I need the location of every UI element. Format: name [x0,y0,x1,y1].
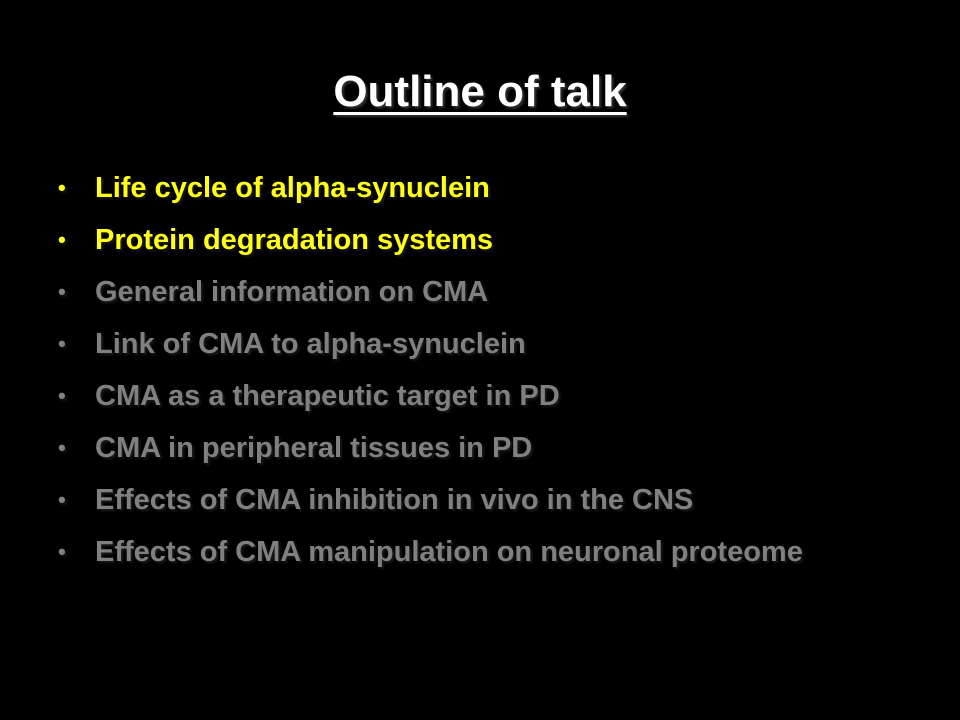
outline-item-general-cma: • General information on CMA [58,270,918,314]
bullet-icon: • [58,383,66,408]
slide-title: Outline of talk [0,62,960,122]
outline-item-cma-manipulation: • Effects of CMA manipulation on neurona… [58,530,918,574]
bullet-icon: • [58,487,66,512]
bullet-icon: • [58,279,66,304]
outline-item-text: Life cycle of alpha-synuclein [95,172,490,204]
bullet-icon: • [58,175,66,200]
outline-item-text: Effects of CMA inhibition in vivo in the… [95,484,694,516]
outline-item-text: CMA in peripheral tissues in PD [95,432,533,464]
bullet-icon: • [58,435,66,460]
outline-item-protein-degradation: • Protein degradation systems [58,218,918,262]
bullet-icon: • [58,331,66,356]
outline-list: • Life cycle of alpha-synuclein • Protei… [58,166,918,582]
outline-item-text: Effects of CMA manipulation on neuronal … [95,536,803,568]
outline-item-text: CMA as a therapeutic target in PD [95,380,560,412]
slide-title-text: Outline of talk [333,67,627,116]
outline-item-text: Link of CMA to alpha-synuclein [95,328,526,360]
bullet-icon: • [58,227,66,252]
outline-item-text: General information on CMA [95,276,489,308]
outline-item-cma-inhibition: • Effects of CMA inhibition in vivo in t… [58,478,918,522]
outline-item-cma-link: • Link of CMA to alpha-synuclein [58,322,918,366]
outline-item-peripheral-tissues: • CMA in peripheral tissues in PD [58,426,918,470]
outline-item-text: Protein degradation systems [95,224,494,256]
bullet-icon: • [58,539,66,564]
outline-item-life-cycle: • Life cycle of alpha-synuclein [58,166,918,210]
outline-item-therapeutic-target: • CMA as a therapeutic target in PD [58,374,918,418]
